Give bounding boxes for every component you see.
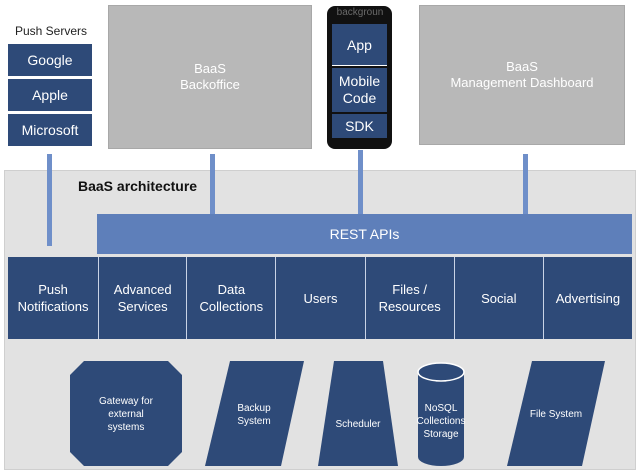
service-push-notifications: Push Notifications [8, 257, 100, 339]
phone-device: backgroun App Mobile Code SDK [327, 6, 392, 149]
push-server-microsoft: Microsoft [8, 114, 92, 146]
gateway-label-3: systems [108, 422, 145, 433]
push-server-apple: Apple [8, 79, 92, 111]
connector-push [47, 154, 52, 246]
nosql-label-3: Storage [423, 429, 458, 440]
baas-dashboard-box: BaaS Management Dashboard [419, 5, 625, 145]
gateway-label-2: external [108, 409, 144, 420]
phone-app: App [332, 24, 387, 66]
connector-phone [358, 150, 363, 214]
push-servers-title: Push Servers [14, 24, 88, 38]
file-system-shape: File System [507, 361, 605, 466]
scheduler-label: Scheduler [335, 419, 381, 430]
phone-overlay-text: backgroun [336, 7, 384, 18]
phone-sdk: SDK [332, 114, 387, 138]
rest-apis-bar: REST APIs [97, 214, 632, 254]
gateway-shape: Gateway for external systems [70, 361, 182, 466]
nosql-label-2: Collections [417, 416, 466, 427]
baas-backoffice-box: BaaS Backoffice [108, 5, 312, 149]
backup-shape: Backup System [205, 361, 304, 466]
nosql-label-1: NoSQL [425, 403, 458, 414]
connector-dashboard [523, 154, 528, 214]
backup-label-1: Backup [237, 403, 271, 414]
service-social: Social [454, 257, 544, 339]
service-files-resources: Files / Resources [365, 257, 455, 339]
phone-mobile-code: Mobile Code [332, 68, 387, 112]
service-advanced-services: Advanced Services [99, 257, 188, 339]
connector-backoffice [210, 154, 215, 214]
backup-label-2: System [237, 416, 270, 427]
file-system-label: File System [530, 409, 582, 420]
service-users: Users [276, 257, 366, 339]
scheduler-shape: Scheduler [318, 361, 398, 466]
services-row: Push Notifications Advanced Services Dat… [8, 257, 632, 339]
architecture-title: BaaS architecture [78, 178, 198, 194]
push-server-google: Google [8, 44, 92, 76]
service-data-collections: Data Collections [187, 257, 277, 339]
service-advertising: Advertising [543, 257, 632, 339]
nosql-storage-shape: NoSQL Collections Storage [417, 362, 466, 466]
gateway-label-1: Gateway for [99, 396, 154, 407]
